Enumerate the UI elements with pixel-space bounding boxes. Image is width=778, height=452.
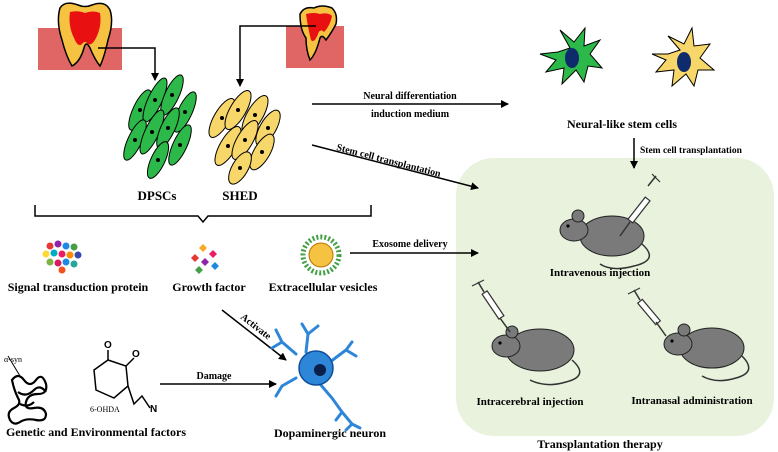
syringe-intranasal-icon <box>627 287 667 337</box>
extracellular-vesicles-label: Extracellular vesicles <box>269 280 378 294</box>
syringe-intravenous-icon <box>619 173 661 237</box>
o-right-atom: O <box>132 349 140 360</box>
ohda-label: 6-OHDA <box>90 405 120 414</box>
genetic-env-label: Genetic and Environmental factors <box>6 425 186 439</box>
dpscs-label: DPSCs <box>137 188 176 203</box>
signal-protein-dots <box>42 240 82 274</box>
cell-bracket <box>34 205 372 224</box>
ohda-structure <box>93 350 151 409</box>
dpsc-cells <box>123 74 197 179</box>
neural-diff-label-1: Neural differentiation <box>363 91 457 102</box>
intranasal-label: Intranasal administration <box>631 395 752 407</box>
damage-label: Damage <box>197 371 233 382</box>
growth-factor-label: Growth factor <box>172 280 246 294</box>
alpha-syn-icon <box>7 374 48 425</box>
neural-like-yellow-cell <box>651 26 716 88</box>
dopaminergic-label: Dopaminergic neuron <box>274 426 386 440</box>
shed-label: SHED <box>222 188 257 203</box>
mouse-intranasal <box>663 323 750 382</box>
intracerebral-label: Intracerebral injection <box>476 396 583 408</box>
n-atom: N <box>150 404 157 415</box>
signal-protein-label: Signal transduction protein <box>8 280 149 294</box>
neural-like-green-cell <box>539 26 604 86</box>
growth-factor-diamonds <box>191 244 219 274</box>
syringe-intracerebral-icon <box>471 279 511 333</box>
dopaminergic-neuron-icon <box>270 322 362 432</box>
mouse-intracerebral <box>491 325 581 386</box>
exosome-delivery-label: Exosome delivery <box>372 239 447 250</box>
intravenous-label: Intravenous injection <box>550 267 651 279</box>
adult-tooth-icon <box>38 2 122 70</box>
neural-like-label: Neural-like stem cells <box>567 117 677 131</box>
alpha-syn-label: α-syn <box>4 355 22 364</box>
o-left-atom: O <box>104 340 112 351</box>
baby-tooth-icon <box>286 5 344 68</box>
extracellular-vesicle-icon <box>300 234 342 276</box>
transplantation-therapy-label: Transplantation therapy <box>537 437 662 451</box>
neural-diff-label-2: induction medium <box>371 109 450 120</box>
stem-transplant-diag-label: Stem cell transplantation <box>335 142 442 180</box>
shed-cells <box>208 90 281 185</box>
stem-transplant-right-label: Stem cell transplantation <box>640 146 743 156</box>
